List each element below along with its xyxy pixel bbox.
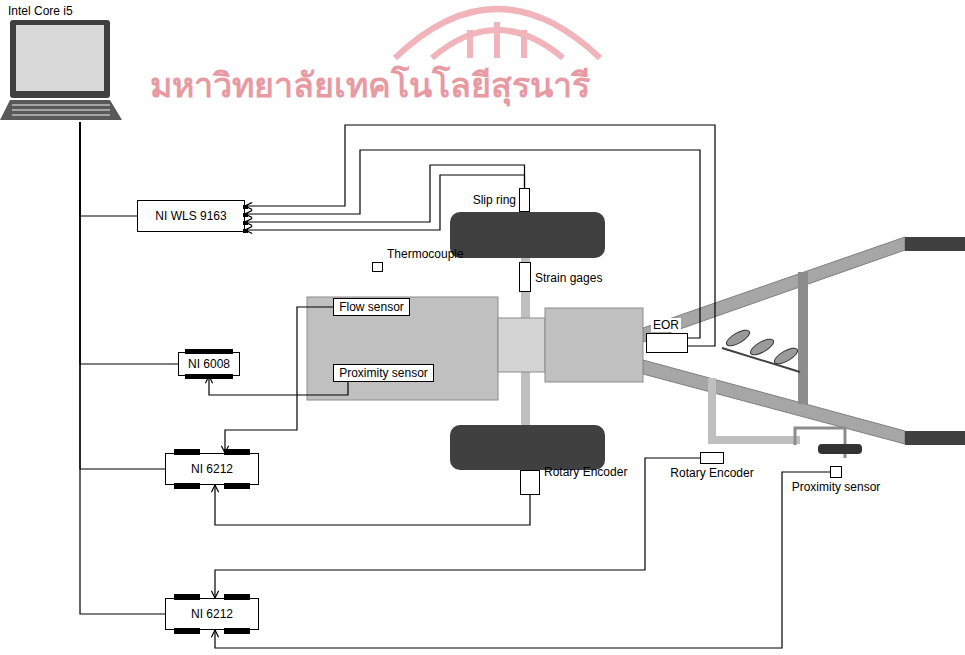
sensor-label: Rotary Encoder [670,466,753,480]
module-name: NI 6212 [191,462,233,476]
signal-wire [245,125,715,346]
key-row [12,109,110,111]
sensor-box: Strain gages [519,262,531,292]
module-name: NI WLS 9163 [155,209,226,223]
daq-module: NI 6008 [178,352,240,376]
key-row [12,114,110,116]
connector-tab [243,221,248,225]
sensor-label: Strain gages [535,271,602,285]
module-name: NI 6008 [188,357,230,371]
plough-disc [748,336,776,358]
sensor-label: Proximity sensor [339,366,428,380]
signal-wire [80,122,165,614]
connector-tab [224,483,250,489]
signal-wire [245,165,525,222]
sensor-label: Thermocouple [387,247,464,261]
sensor-label: Proximity sensor [792,480,881,494]
connector-tab [224,594,250,600]
laptop-icon [0,20,122,122]
connector-tab [174,449,200,455]
signal-wire [80,122,137,216]
signal-wire [80,122,165,469]
sensor-label: EOR [651,318,681,332]
connector-tab [243,205,248,209]
daq-module: NI 6212 [165,453,259,485]
sensor-box: Proximity sensor [333,364,434,382]
frame-end [905,237,965,251]
key-row [12,104,110,106]
sensor-box: EOR [646,333,688,353]
sensor-box: Slip ring [519,188,530,212]
sensor-box: Rotary Encoder [700,452,724,464]
laptop-screen [10,20,110,98]
engine-block [307,297,498,400]
tractor-wheel [450,212,605,258]
connector-tab [174,483,200,489]
plough-disc [772,345,800,367]
connector-tab [185,349,233,354]
connector-tab [185,374,233,379]
sensor-label: Rotary Encoder [544,465,627,479]
logo-stroke [470,22,524,58]
daq-module: NI 6212 [165,598,259,630]
signal-wire [215,485,530,525]
gearbox [545,308,643,382]
plough [722,327,800,372]
connector-tab [174,594,200,600]
university-logo [395,9,600,58]
daq-module: NI WLS 9163 [137,200,245,232]
connector-tab [224,449,250,455]
signal-wire [245,150,700,338]
tractor-wheel [450,425,605,470]
laptop-computer: Intel Core i5 [0,20,122,122]
hitch-arm [708,378,716,444]
connector-tab [243,213,248,217]
sensor-box: Flow sensor [333,298,410,316]
connector-tab [224,628,250,634]
implement-frame [643,237,905,342]
hitch-arm [708,436,800,444]
plough-disc [724,327,752,349]
module-name: NI 6212 [191,607,233,621]
signal-wire [215,458,700,598]
signal-wire [225,307,333,453]
signal-wire [215,472,830,648]
sensor-label: Slip ring [473,193,516,207]
laptop-keyboard [0,100,122,120]
sensor-box: Proximity sensor [830,466,842,478]
connector-tab [174,628,200,634]
frame-end [905,431,965,445]
gauge-wheel [818,444,862,454]
logo-arc [395,9,600,58]
laptop-display [16,25,104,91]
connector-tab [243,229,248,233]
signal-wire [80,122,178,364]
device-label: Intel Core i5 [8,4,73,18]
signal-wire [245,175,525,230]
implement-frame [643,360,905,444]
frame-crossbar [798,272,808,404]
drive-shaft [498,318,545,372]
watermark-text: มหาวิทยาลัยเทคโนโลยีสุรนารี [150,58,590,112]
sensor-label: Flow sensor [339,300,404,314]
sensor-box: Thermocouple [372,262,383,272]
sensor-box: Rotary Encoder [520,470,540,495]
